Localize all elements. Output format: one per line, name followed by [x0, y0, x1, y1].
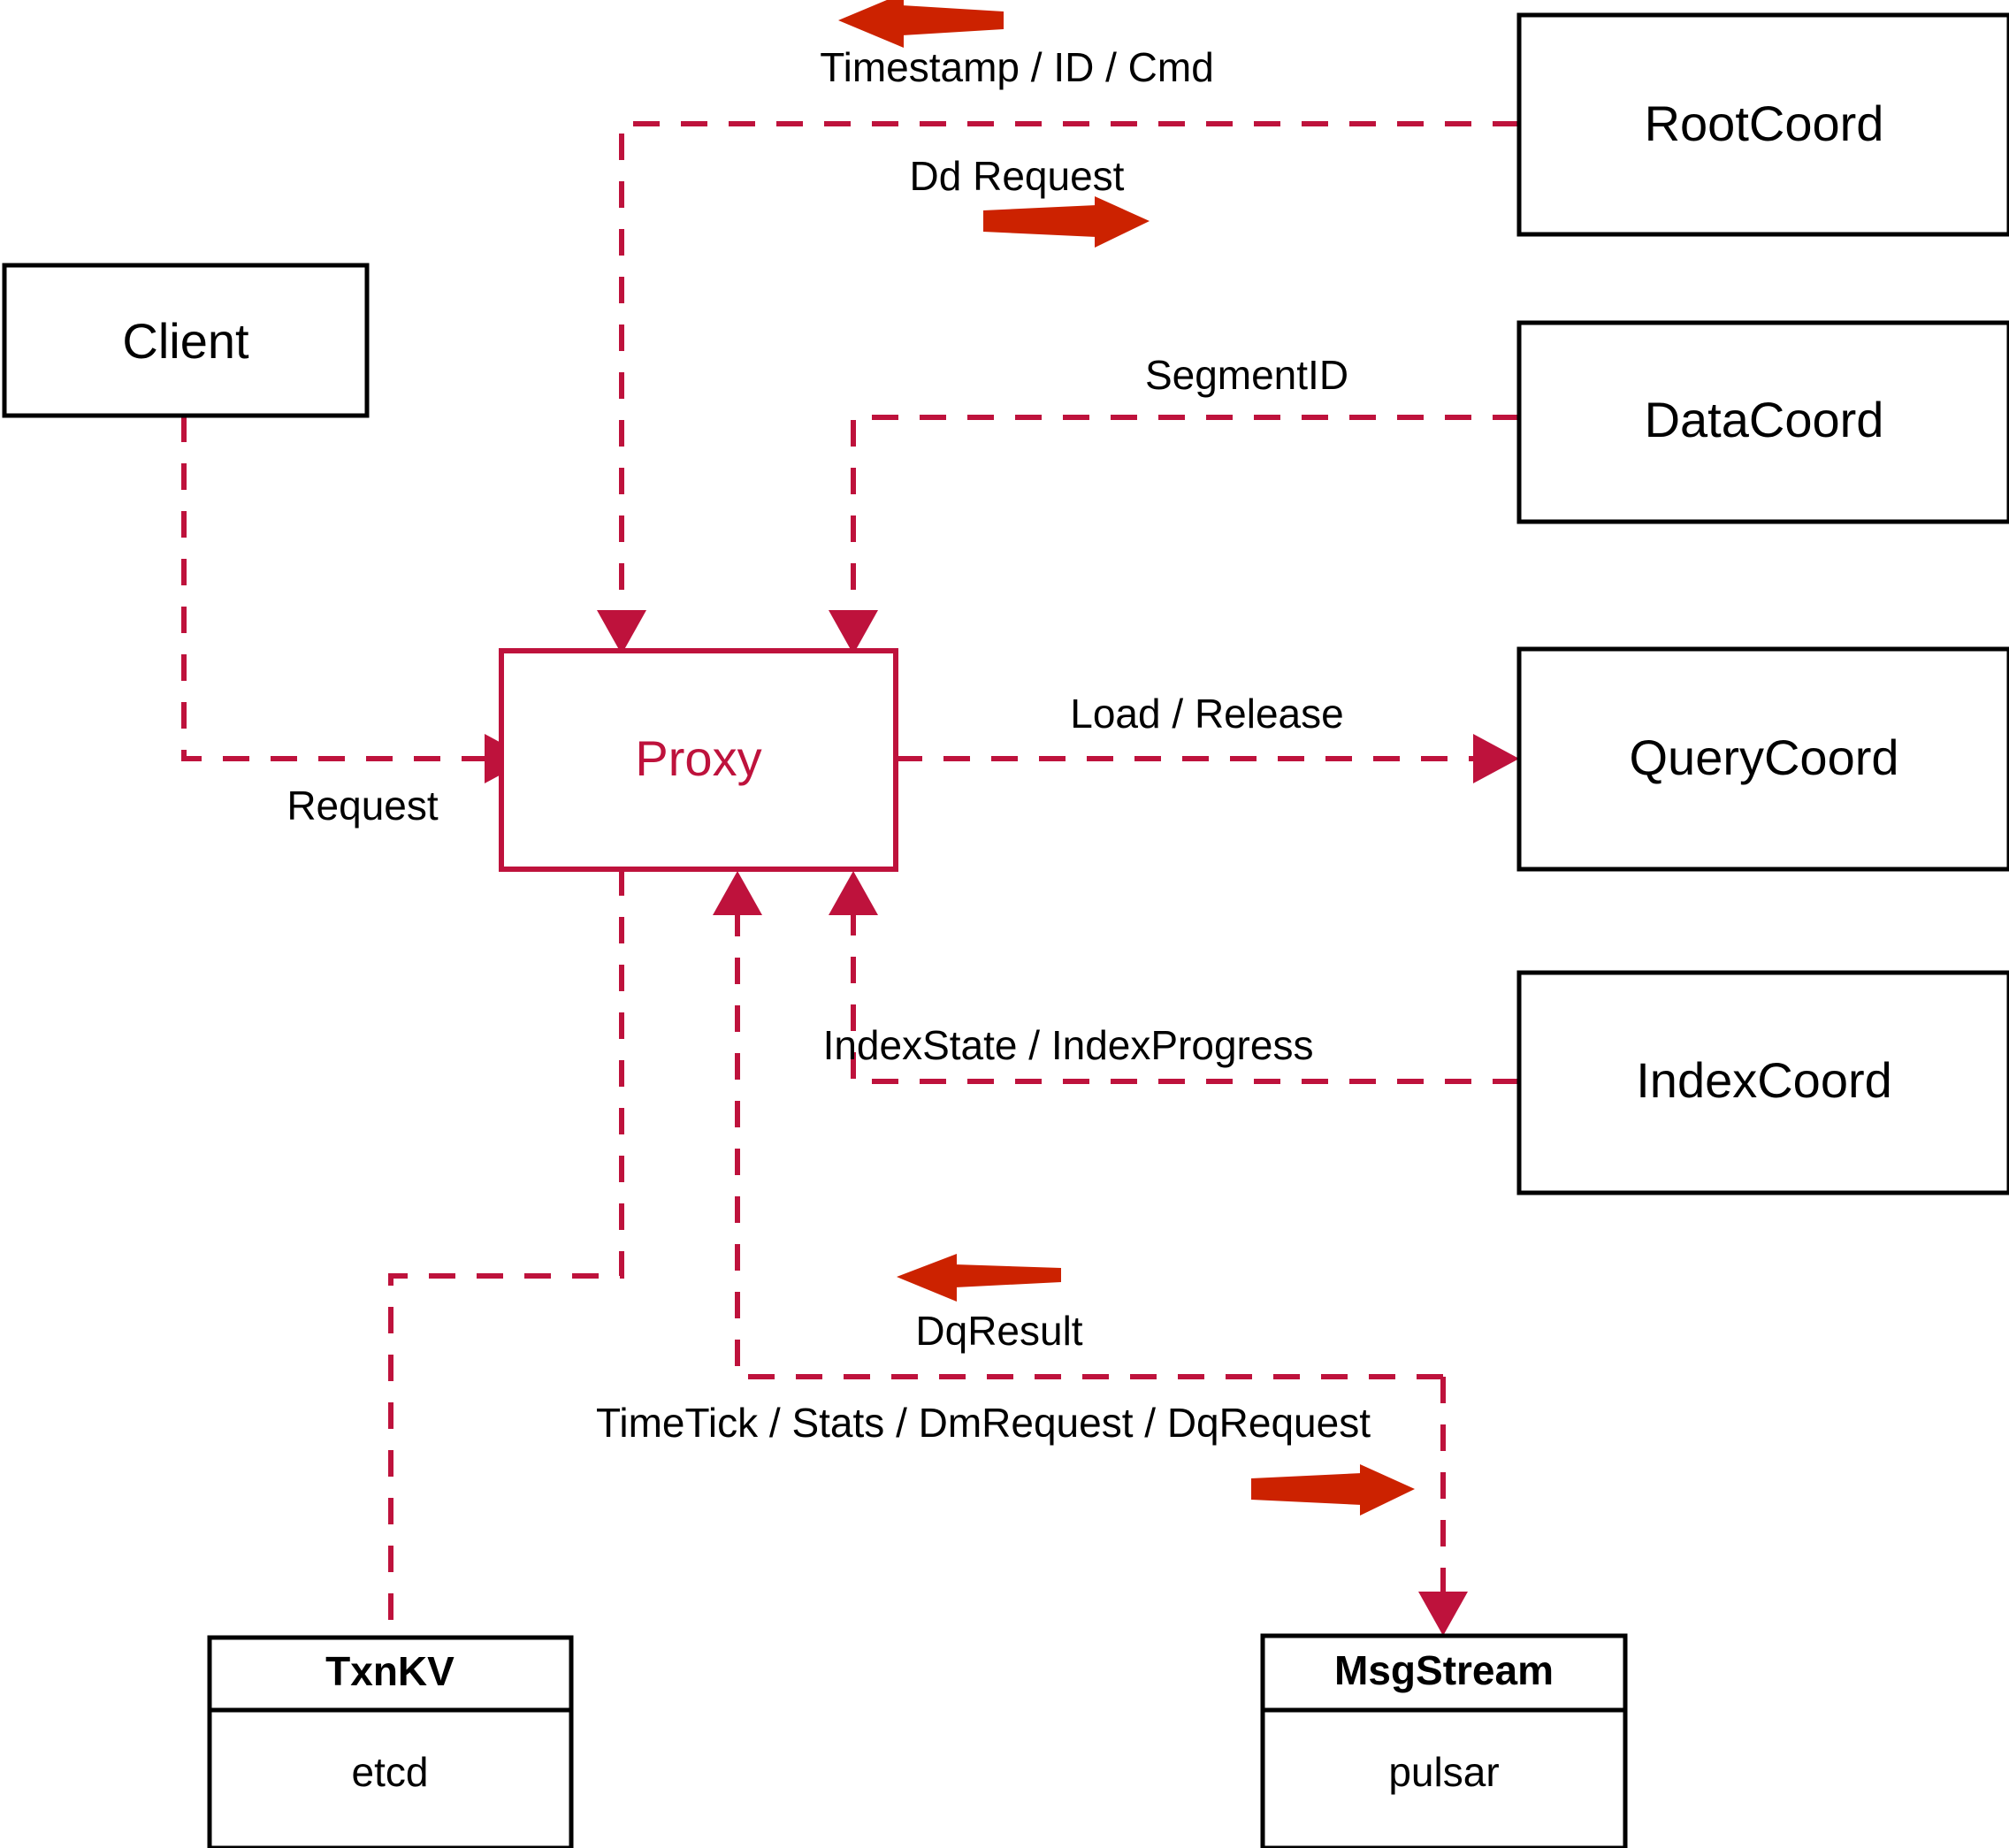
querycoord-box[interactable]: [1516, 646, 2009, 872]
msgstream-title: MsgStream: [1334, 1647, 1554, 1693]
node-datacoord[interactable]: DataCoord: [1516, 320, 2009, 524]
msgstream-box[interactable]: [1260, 1633, 1628, 1848]
flow-arrow-timetick-stats: [1251, 1464, 1415, 1516]
edge-msgstream-to-proxy: [713, 871, 1443, 1379]
proxy-label: Proxy: [635, 730, 761, 786]
edge-label-load-release: Load / Release: [1070, 691, 1343, 737]
edge-label-indexstate-indexprogress: IndexState / IndexProgress: [823, 1022, 1314, 1068]
edge-label-dd-request: Dd Request: [910, 153, 1125, 199]
arrowhead-proxy-bottom-mid: [713, 871, 762, 915]
edge-client-to-proxy: [181, 416, 531, 783]
edge-label-segmentid: SegmentID: [1145, 352, 1348, 398]
node-client[interactable]: Client: [2, 263, 370, 418]
indexcoord-box[interactable]: [1516, 970, 2009, 1195]
edge-label-timestamp-id-cmd: Timestamp / ID / Cmd: [820, 44, 1214, 90]
flow-arrow-timestamp-id-cmd: [838, 0, 1004, 48]
rootcoord-box[interactable]: [1516, 12, 2009, 237]
edge-label-dqresult: DqResult: [915, 1308, 1082, 1354]
datacoord-box[interactable]: [1516, 320, 2009, 524]
txnkv-impl: etcd: [352, 1749, 429, 1795]
edge-path-indexcoord-proxy: [851, 915, 1519, 1084]
proxy-box[interactable]: [499, 648, 898, 872]
edge-label-timetick-stats-dmrequest-dqrequest: TimeTick / Stats / DmRequest / DqRequest: [596, 1400, 1371, 1446]
edge-path-client-proxy: [181, 416, 485, 761]
edge-proxy-to-querycoord: [896, 734, 1519, 783]
node-txnkv[interactable]: TxnKV etcd: [207, 1635, 574, 1848]
msgstream-impl: pulsar: [1388, 1749, 1499, 1795]
node-indexcoord[interactable]: IndexCoord: [1516, 970, 2009, 1195]
node-rootcoord[interactable]: RootCoord: [1516, 12, 2009, 237]
arrowhead-msgstream-in: [1418, 1592, 1468, 1636]
edge-indexcoord-to-proxy: [829, 871, 1519, 1084]
edge-proxy-to-txnkv: [388, 869, 624, 1638]
node-querycoord[interactable]: QueryCoord: [1516, 646, 2009, 872]
edge-label-request: Request: [286, 783, 439, 829]
edge-proxy-to-msgstream: [1418, 1377, 1468, 1636]
edge-datacoord-to-proxy: [829, 415, 1519, 654]
rootcoord-label: RootCoord: [1645, 95, 1884, 151]
flow-arrow-dq-result: [897, 1254, 1061, 1302]
arrowhead-querycoord-in: [1473, 734, 1519, 783]
edge-path-proxy-rootcoord: [619, 121, 1519, 610]
querycoord-label: QueryCoord: [1629, 729, 1898, 785]
edge-path-proxy-txnkv: [388, 869, 624, 1638]
txnkv-title: TxnKV: [325, 1648, 455, 1694]
txnkv-box[interactable]: [207, 1635, 574, 1848]
node-msgstream[interactable]: MsgStream pulsar: [1260, 1633, 1628, 1848]
edge-path-msgstream-proxy: [735, 915, 1443, 1379]
arrowhead-proxy-bottom-right: [829, 871, 878, 915]
client-label: Client: [122, 313, 249, 369]
flow-arrow-dd-request: [983, 196, 1150, 248]
indexcoord-label: IndexCoord: [1636, 1052, 1892, 1108]
edge-path-datacoord-proxy: [851, 415, 1519, 610]
node-proxy[interactable]: Proxy: [499, 648, 898, 872]
datacoord-label: DataCoord: [1645, 392, 1884, 447]
arrowhead-proxy-top-right: [829, 610, 878, 654]
client-box[interactable]: [2, 263, 370, 418]
arrowhead-proxy-top-left: [597, 610, 646, 654]
